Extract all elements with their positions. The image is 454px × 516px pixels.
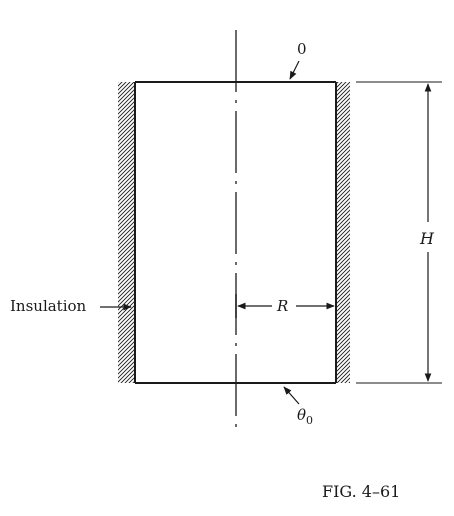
bottom-temperature-label: θ0	[297, 406, 313, 427]
insulation-left-hatch	[118, 82, 135, 383]
top-temperature-label: 0	[297, 40, 307, 58]
insulation-label: Insulation	[10, 297, 87, 315]
height-label: H	[419, 229, 435, 248]
radius-label: R	[276, 297, 288, 315]
top-temperature-arrow	[289, 60, 300, 80]
figure-caption: FIG. 4–61	[322, 482, 400, 501]
insulation-right-hatch	[336, 82, 350, 383]
bottom-temperature-subscript: 0	[306, 414, 313, 427]
bottom-temperature-arrow	[283, 386, 300, 405]
